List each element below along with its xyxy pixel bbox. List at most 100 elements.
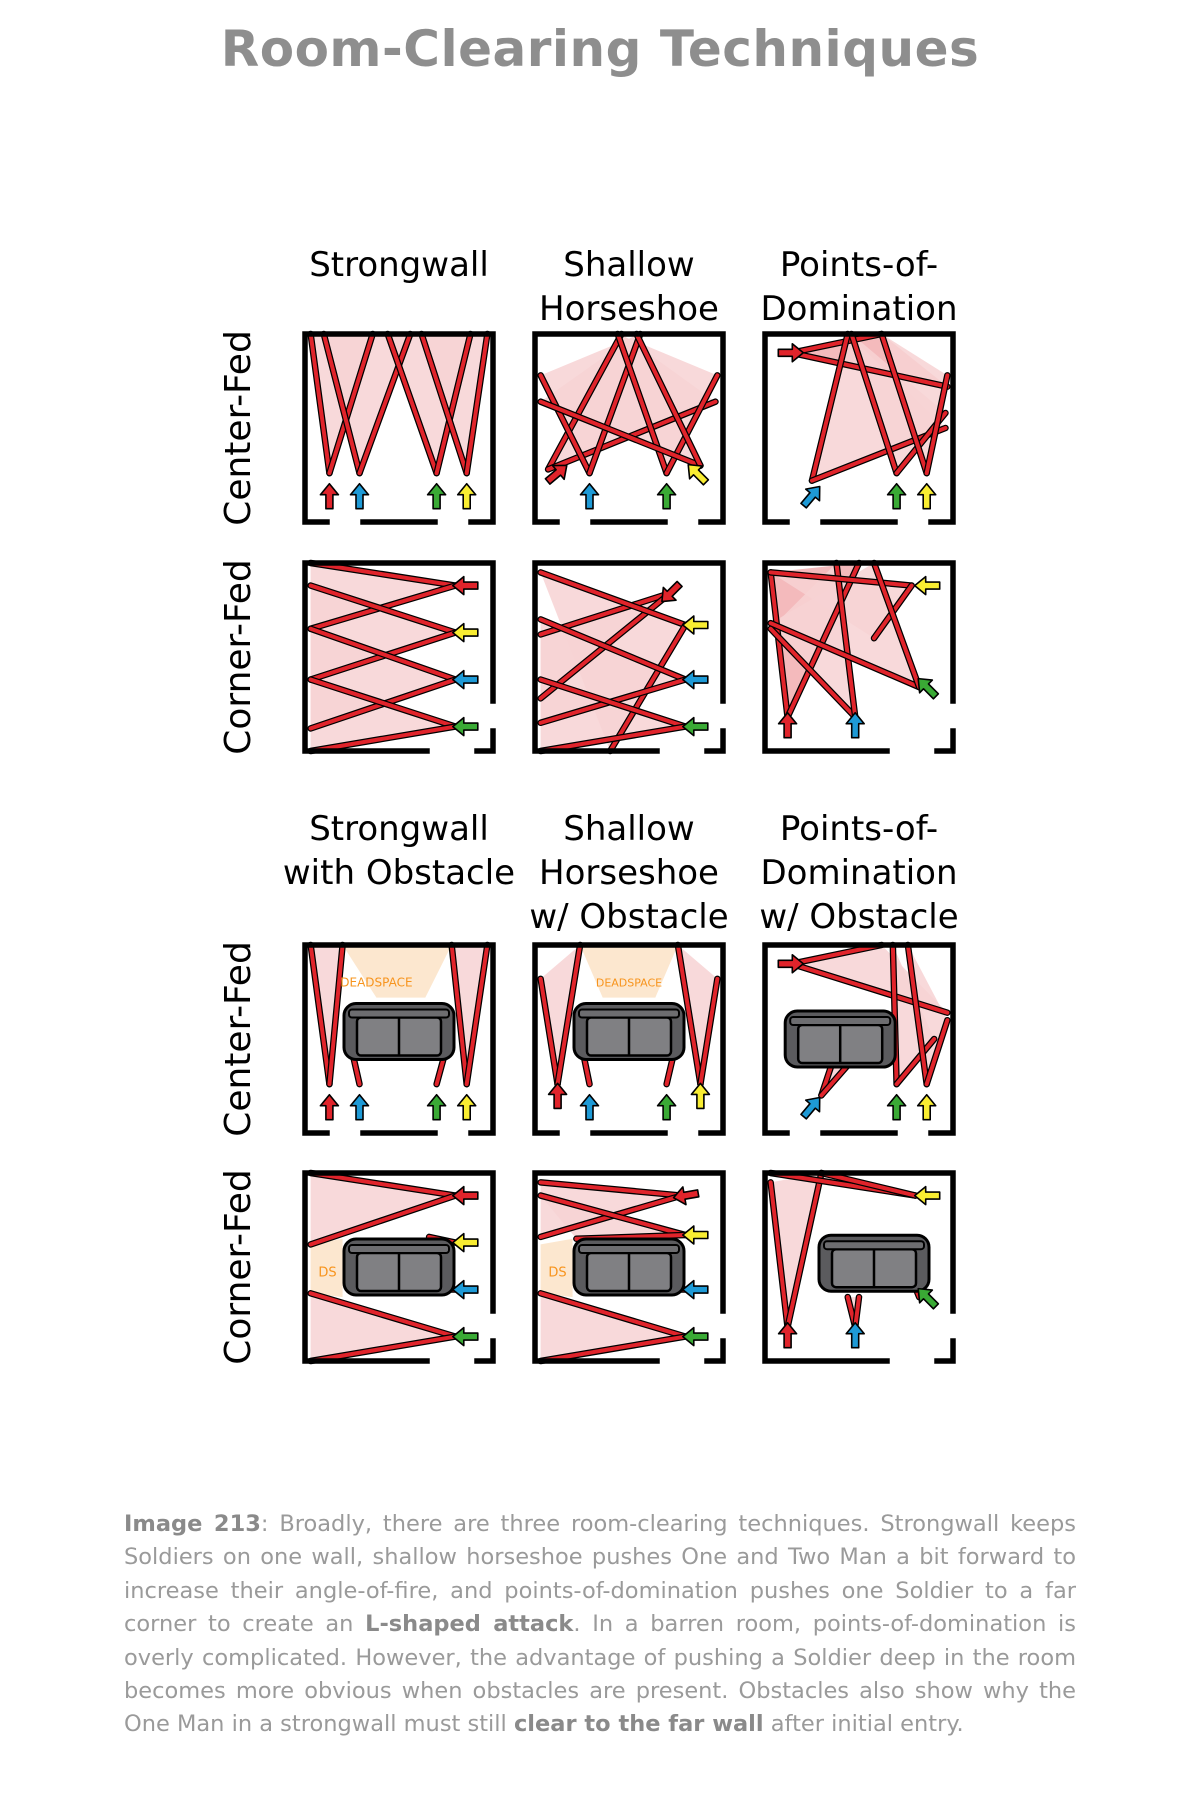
arrow-shape xyxy=(656,482,677,510)
fire-line xyxy=(789,350,950,389)
entry-arrow-icon-blue xyxy=(681,1279,709,1300)
fire-line xyxy=(785,561,861,720)
entry-arrow-icon-blue xyxy=(845,1321,866,1349)
fire-line xyxy=(768,570,914,588)
entry-arrow-icon-red xyxy=(451,1185,479,1206)
entry-arrow-icon-green xyxy=(656,482,677,510)
entry-arrow-icon-red xyxy=(777,953,805,974)
fire-line xyxy=(308,1334,458,1363)
caption: Image 213: Broadly, there are three room… xyxy=(124,1508,1076,1742)
entry-arrow-icon-green xyxy=(917,1287,940,1310)
fire-line xyxy=(308,332,332,476)
fire-line xyxy=(538,570,688,628)
arrow-shape xyxy=(681,1326,709,1347)
fire-line xyxy=(464,943,490,1087)
deadspace-label: DS xyxy=(318,1265,336,1280)
fire-line xyxy=(538,677,688,729)
entry-arrow-icon-blue xyxy=(845,711,866,739)
fire-line xyxy=(327,943,345,1087)
fire-line xyxy=(308,1291,458,1339)
arrow-shape xyxy=(800,485,821,509)
arrow-shape xyxy=(681,669,709,690)
entry-arrow-icon-yellow xyxy=(451,622,479,643)
fire-line xyxy=(853,1295,861,1330)
entry-arrow-icon-blue xyxy=(349,482,370,510)
entry-arrow-icon-red xyxy=(451,575,479,596)
entry-arrow-icon-blue xyxy=(681,669,709,690)
arrow-shape xyxy=(456,482,477,510)
entry-arrow-icon-green xyxy=(886,482,907,510)
couch-back xyxy=(348,1244,450,1254)
room-walls-8 xyxy=(762,942,956,1136)
arrow-shape xyxy=(777,953,805,974)
couch-icon xyxy=(342,1002,456,1061)
fire-line xyxy=(819,1063,850,1098)
entry-arrow-icon-yellow xyxy=(681,1225,709,1245)
fire-line xyxy=(819,1171,918,1198)
couch-icon xyxy=(572,1002,686,1061)
entry-arrow-icon-red xyxy=(319,482,340,510)
arrow-shape xyxy=(451,1185,479,1206)
room-walls-7 xyxy=(532,942,726,1136)
caption-label: Image 213 xyxy=(124,1511,261,1537)
fire-line xyxy=(789,961,950,1015)
fire-line xyxy=(675,943,703,1087)
fire-line xyxy=(308,1193,458,1247)
arrow-shape xyxy=(451,1232,479,1253)
room-walls-6 xyxy=(302,942,496,1136)
fire-line xyxy=(308,626,458,682)
entry-arrow-icon-yellow xyxy=(451,1232,479,1253)
arrow-shape xyxy=(777,711,798,739)
arrow-shape xyxy=(916,482,937,510)
entry-arrow-icon-red xyxy=(777,342,805,363)
couch-icon xyxy=(817,1233,931,1293)
arrow-shape xyxy=(661,580,683,603)
arrow-shape xyxy=(681,716,709,737)
arrow-shape xyxy=(451,1326,479,1347)
arrow-shape xyxy=(656,1093,677,1121)
arrow-shape xyxy=(349,1093,370,1121)
arrow-shape xyxy=(777,342,805,363)
fire-line xyxy=(546,332,624,472)
entry-arrow-icon-green xyxy=(681,1326,709,1347)
couch-icon xyxy=(572,1237,686,1297)
arrow-shape xyxy=(451,1279,479,1300)
arrow-shape xyxy=(916,1093,937,1121)
fire-line xyxy=(449,943,469,1087)
fire-line xyxy=(308,677,458,729)
fire-line xyxy=(538,1193,688,1238)
fire-line xyxy=(308,561,458,588)
fire-line xyxy=(785,1171,824,1330)
arrow-shape xyxy=(845,1321,866,1349)
arrow-shape xyxy=(681,615,709,635)
entry-arrow-icon-blue xyxy=(800,1096,821,1120)
field-of-fire xyxy=(310,1293,456,1361)
arrow-shape xyxy=(886,482,907,510)
arrow-shape xyxy=(451,575,479,596)
fire-line xyxy=(538,373,592,476)
field-of-fire xyxy=(677,945,718,1085)
fire-line xyxy=(890,943,899,1087)
room-walls-11 xyxy=(762,1170,956,1364)
arrow-shape xyxy=(917,1287,940,1310)
fire-line xyxy=(464,332,490,476)
fire-line xyxy=(789,332,884,355)
entry-arrow-icon-yellow xyxy=(456,482,477,510)
entry-arrow-icon-blue xyxy=(451,669,479,690)
entry-arrow-icon-blue xyxy=(800,485,821,509)
field-of-fire xyxy=(540,679,686,751)
entry-arrow-icon-yellow xyxy=(687,463,710,486)
entry-arrow-icon-red xyxy=(319,1093,340,1121)
room-walls-2 xyxy=(762,331,956,525)
couch-icon xyxy=(342,1237,456,1297)
couch-back xyxy=(348,1008,450,1019)
fire-line xyxy=(308,724,458,753)
entry-arrow-icon-blue xyxy=(579,482,600,510)
field-of-fire xyxy=(310,679,456,751)
couch-back xyxy=(789,1016,892,1026)
row-label: Center-Fed xyxy=(218,330,259,526)
fire-line xyxy=(538,617,688,682)
fire-line xyxy=(879,332,929,476)
entry-arrow-icon-yellow xyxy=(916,1093,937,1121)
arrow-shape xyxy=(913,575,941,596)
